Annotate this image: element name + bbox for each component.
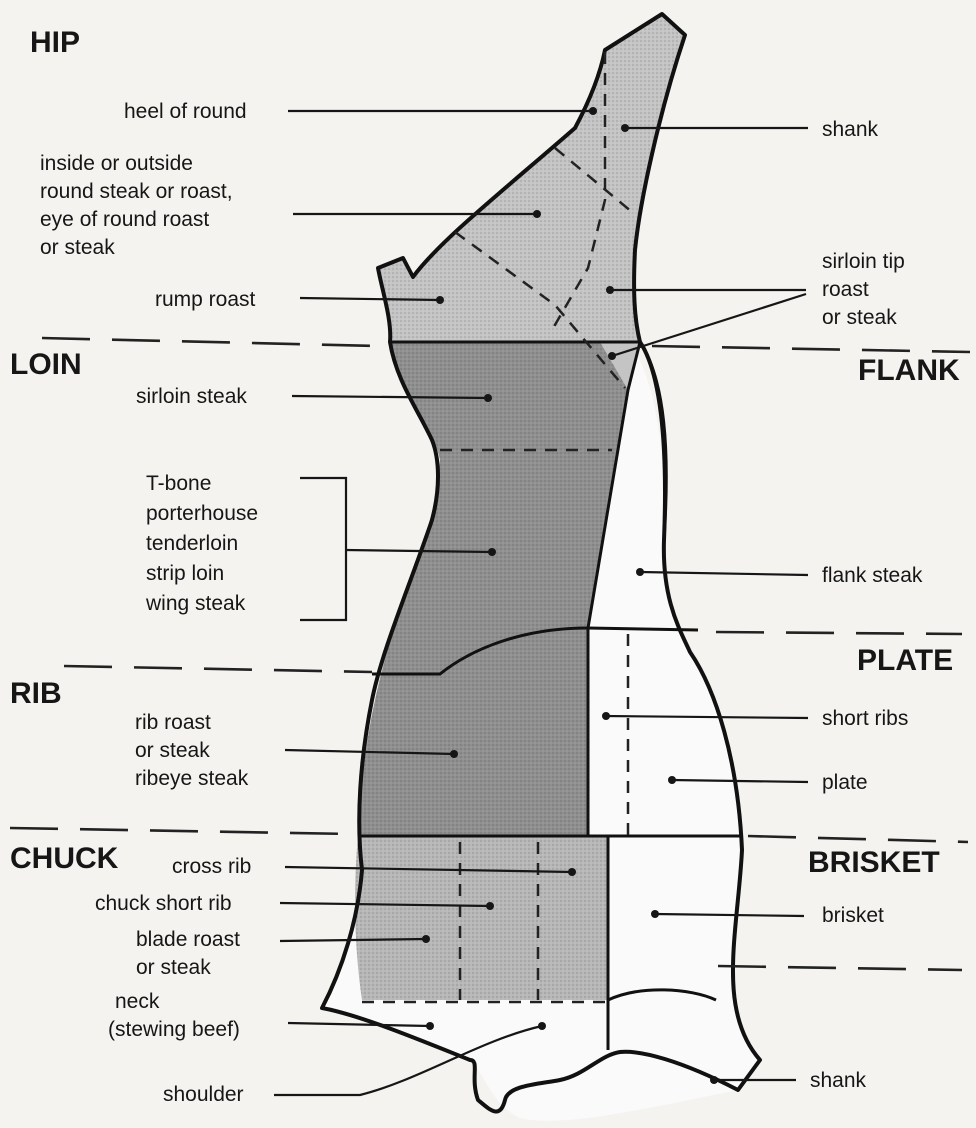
label-round-2: round steak or roast, bbox=[40, 180, 233, 203]
label-neck-2: (stewing beef) bbox=[108, 1018, 240, 1041]
dot-short-loin bbox=[488, 548, 496, 556]
dot-rib-roast bbox=[450, 750, 458, 758]
dot-sirloin-steak bbox=[484, 394, 492, 402]
dot-shoulder bbox=[538, 1022, 546, 1030]
label-sirloin-tip-1: sirloin tip bbox=[822, 250, 905, 273]
section-brisket: BRISKET bbox=[808, 846, 940, 879]
dot-chuck-short-rib bbox=[486, 902, 494, 910]
label-neck-1: neck bbox=[115, 990, 160, 1013]
label-shoulder: shoulder bbox=[163, 1083, 244, 1106]
dot-brisket bbox=[651, 910, 659, 918]
label-sirloin-tip-2: roast bbox=[822, 278, 869, 301]
section-chuck: CHUCK bbox=[10, 842, 119, 875]
chuck-grain bbox=[355, 836, 608, 1000]
label-sirloin-steak: sirloin steak bbox=[136, 385, 247, 408]
label-rib-roast-2: or steak bbox=[135, 739, 210, 762]
dot-neck bbox=[426, 1022, 434, 1030]
dot-rump bbox=[436, 296, 444, 304]
label-rib-roast-3: ribeye steak bbox=[135, 767, 249, 790]
dot-shank-hind bbox=[621, 124, 629, 132]
dot-cross-rib bbox=[568, 868, 576, 876]
label-short-loin-4: strip loin bbox=[146, 562, 224, 585]
dot-plate bbox=[668, 776, 676, 784]
section-hip: HIP bbox=[30, 26, 80, 59]
dot-sirloin-tip-2 bbox=[608, 352, 616, 360]
label-heel-of-round: heel of round bbox=[124, 100, 247, 123]
label-round-3: eye of round roast bbox=[40, 208, 209, 231]
dot-sirloin-tip-1 bbox=[606, 286, 614, 294]
label-short-ribs: short ribs bbox=[822, 707, 908, 730]
label-rib-roast-1: rib roast bbox=[135, 711, 211, 734]
label-short-loin-3: tenderloin bbox=[146, 532, 238, 555]
label-sirloin-tip-3: or steak bbox=[822, 306, 897, 329]
label-blade-1: blade roast bbox=[136, 928, 240, 951]
label-plate: plate bbox=[822, 771, 868, 794]
label-short-loin-1: T-bone bbox=[146, 472, 211, 495]
label-short-loin-5: wing steak bbox=[145, 592, 246, 615]
section-rib: RIB bbox=[10, 677, 62, 710]
dot-round bbox=[533, 210, 541, 218]
dot-blade bbox=[422, 935, 430, 943]
dot-heel-of-round bbox=[589, 107, 597, 115]
label-flank-steak: flank steak bbox=[822, 564, 923, 587]
section-loin: LOIN bbox=[10, 348, 82, 381]
dot-shank-fore bbox=[710, 1076, 718, 1084]
label-short-loin-2: porterhouse bbox=[146, 502, 258, 525]
label-shank-fore: shank bbox=[810, 1069, 867, 1092]
label-rump-roast: rump roast bbox=[155, 288, 256, 311]
label-round-4: or steak bbox=[40, 236, 115, 259]
label-shank-hind: shank bbox=[822, 118, 879, 141]
dot-short-ribs bbox=[602, 712, 610, 720]
section-flank: FLANK bbox=[858, 354, 960, 387]
label-chuck-short-rib: chuck short rib bbox=[95, 892, 232, 915]
label-round-1: inside or outside bbox=[40, 152, 193, 175]
label-blade-2: or steak bbox=[136, 956, 211, 979]
section-plate: PLATE bbox=[857, 644, 953, 677]
label-brisket: brisket bbox=[822, 904, 884, 927]
dot-flank-steak bbox=[636, 568, 644, 576]
label-cross-rib: cross rib bbox=[172, 855, 251, 878]
